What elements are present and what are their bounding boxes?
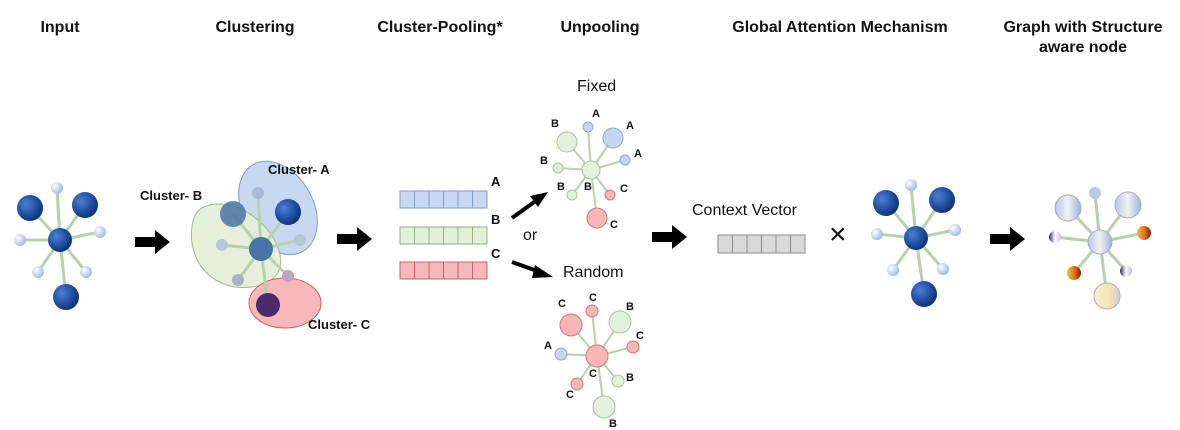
random-label: Random <box>563 264 624 281</box>
arrow-to-fixed <box>510 192 548 220</box>
cluster-c-label: Cluster- C <box>308 317 371 332</box>
random-node-label-a1: A <box>544 340 552 352</box>
clustering-group <box>190 160 322 329</box>
pooled-vector-b <box>399 226 488 245</box>
random-node-label-b2: B <box>626 372 634 384</box>
random-node-label-b3: B <box>609 418 617 430</box>
fixed-node-label-a1: A <box>592 108 600 120</box>
random-node-label-b1: B <box>626 301 634 313</box>
fixed-node-label-b2: B <box>540 155 548 167</box>
fixed-label: Fixed <box>577 78 617 95</box>
fixed-node-label-b3: B <box>557 181 565 193</box>
fixed-graph-nodes <box>552 121 631 229</box>
random-node-label-c5: C <box>566 389 574 401</box>
arrow-to-random <box>511 260 553 278</box>
arrow-unpooling-to-attention <box>652 225 687 249</box>
or-label: or <box>523 227 538 244</box>
random-node-label-c3: C <box>636 330 644 342</box>
fixed-node-label-c1: C <box>620 183 628 195</box>
context-vector-cells <box>717 234 806 254</box>
header-graph-structure: Graph with Structure aware node <box>988 18 1178 58</box>
cluster-b-label: Cluster- B <box>140 188 203 203</box>
random-graph-nodes <box>554 304 640 419</box>
multiply-symbol: × <box>829 218 847 251</box>
attention-graph-nodes <box>871 179 961 307</box>
random-node-label-c1: C <box>558 298 566 310</box>
fixed-node-label-c2: C <box>610 219 618 231</box>
context-vector-label: Context Vector <box>692 202 797 219</box>
pool-label-c: C <box>491 246 501 261</box>
header-input: Input <box>40 19 80 36</box>
fixed-node-label-a2: A <box>626 120 634 132</box>
pooled-vector-c <box>399 261 488 280</box>
arrow-attention-to-output <box>990 227 1025 251</box>
cluster-a-label: Cluster- A <box>268 162 330 177</box>
fixed-node-label-b4: B <box>584 181 592 193</box>
arrow-clustering-to-pooling <box>337 227 372 251</box>
header-graph-line2: aware node <box>1038 39 1128 56</box>
random-node-label-c2: C <box>589 292 597 304</box>
pool-label-b: B <box>491 212 501 227</box>
pool-label-a: A <box>491 174 501 189</box>
pooled-vector-a <box>399 190 488 209</box>
fixed-node-label-a3: A <box>634 148 642 160</box>
header-cluster-pooling: Cluster-Pooling* <box>377 19 503 36</box>
arrow-input-to-clustering <box>135 230 170 254</box>
header-unpooling: Unpooling <box>560 19 640 36</box>
header-clustering: Clustering <box>215 19 295 36</box>
output-graph-nodes <box>1049 187 1151 310</box>
header-graph-line1: Graph with Structure <box>1003 19 1163 36</box>
fixed-node-label-b1: B <box>551 118 559 130</box>
input-graph-nodes <box>14 182 106 310</box>
random-node-label-c4: C <box>589 368 597 380</box>
header-global-attention: Global Attention Mechanism <box>732 19 948 36</box>
